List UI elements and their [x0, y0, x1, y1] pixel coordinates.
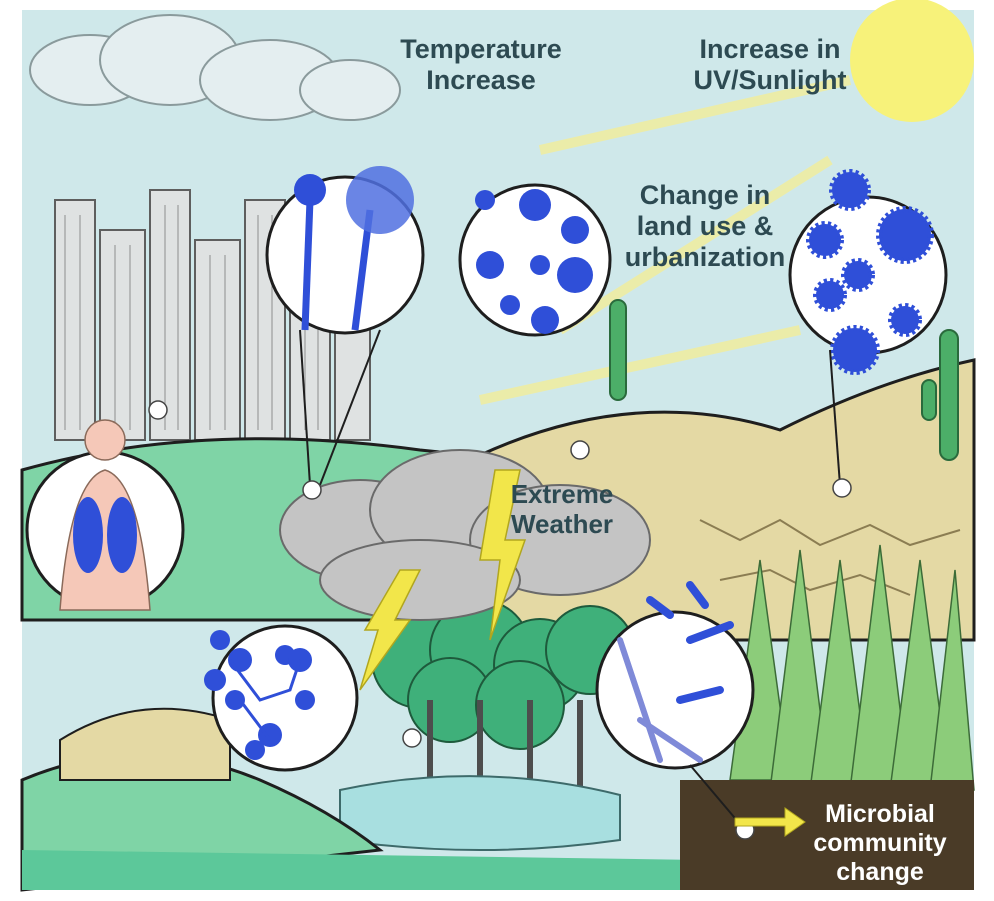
weather-line-1: Extreme	[502, 480, 622, 510]
pond	[340, 776, 620, 850]
temperature-line-2: Increase	[396, 65, 566, 96]
sun	[850, 0, 974, 122]
label-land-use-urbanization: Change in land use & urbanization	[620, 180, 790, 273]
label-microbial-community-change: Microbial community change	[780, 800, 980, 886]
land-use-line-3: urbanization	[620, 242, 790, 273]
uv-line-2: UV/Sunlight	[690, 65, 850, 96]
weather-line-2: Weather	[502, 510, 622, 540]
spheres-circle	[460, 185, 610, 335]
microbial-line-2: community change	[780, 829, 980, 887]
label-uv-sunlight: Increase in UV/Sunlight	[690, 34, 850, 96]
temperature-line-1: Temperature	[396, 34, 566, 65]
label-extreme-weather: Extreme Weather	[502, 480, 622, 540]
microbial-line-1: Microbial	[780, 800, 980, 829]
uv-line-1: Increase in	[690, 34, 850, 65]
land-use-line-2: land use &	[620, 211, 790, 242]
label-temperature-increase: Temperature Increase	[396, 34, 566, 96]
land-use-line-1: Change in	[620, 180, 790, 211]
